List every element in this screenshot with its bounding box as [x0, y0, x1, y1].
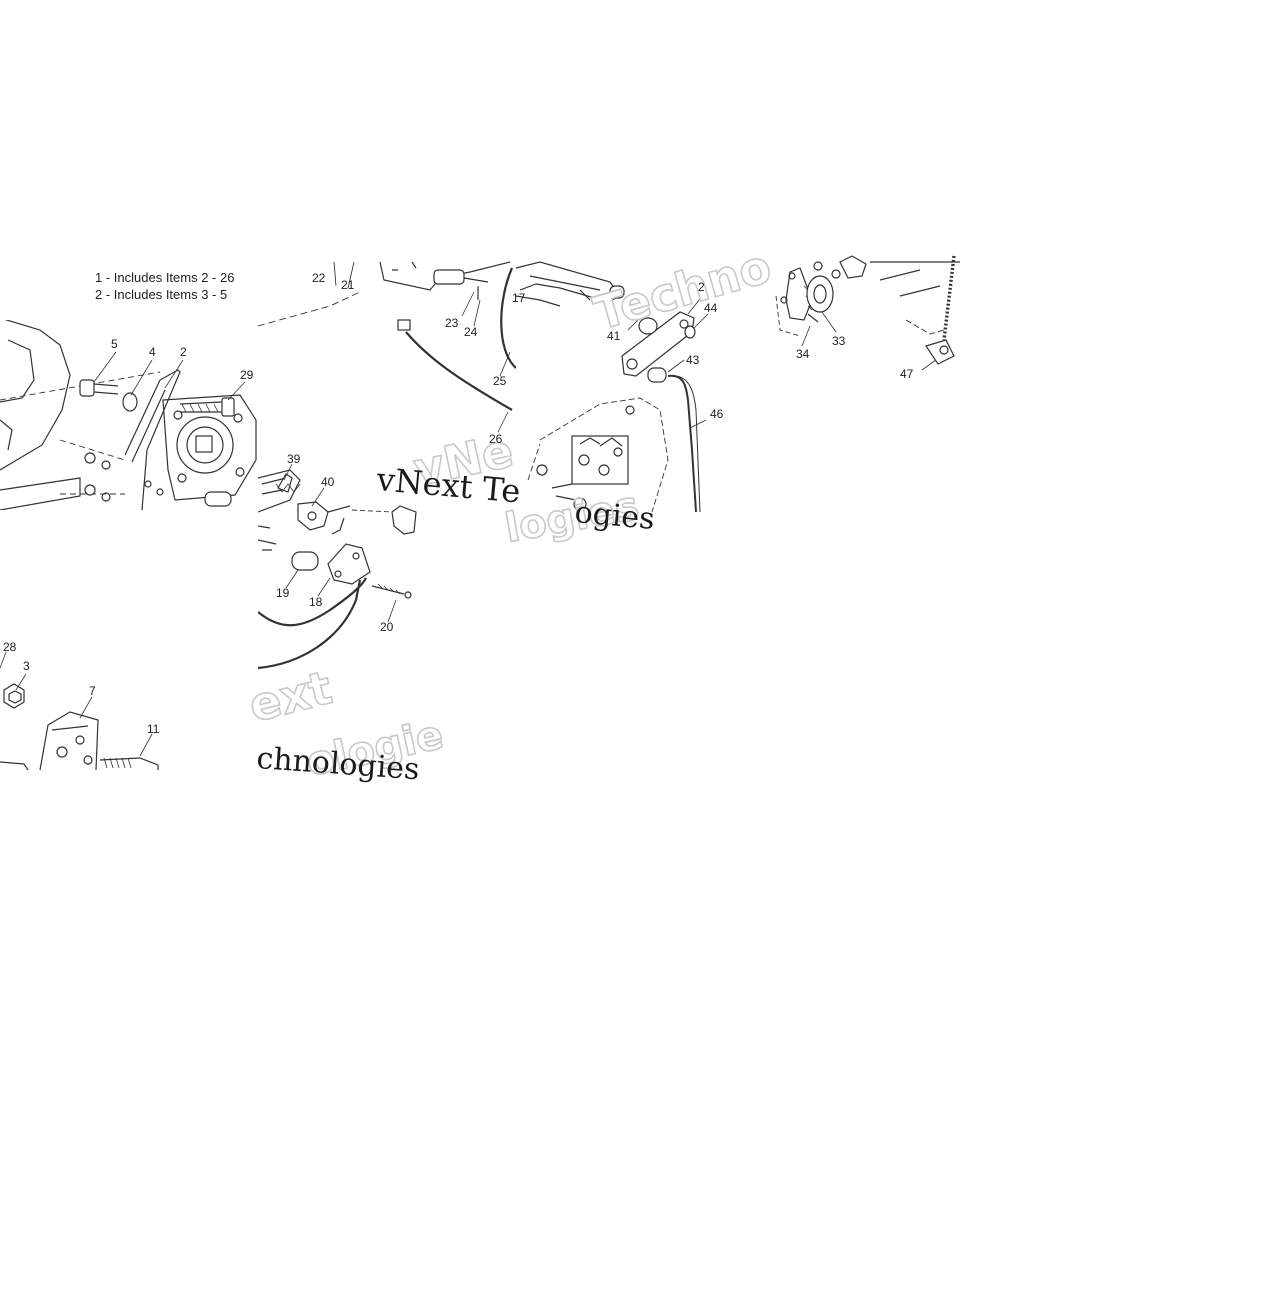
callout-41: 41: [607, 329, 621, 343]
callout-23: 23: [445, 316, 459, 330]
callout-39: 39: [287, 452, 301, 466]
note-includes-items-3-5: 2 - Includes Items 3 - 5: [95, 287, 228, 302]
callout-29: 29: [240, 368, 254, 382]
callout-34: 34: [796, 347, 810, 361]
callout-5: 5: [111, 337, 118, 351]
callout-33: 33: [832, 334, 846, 348]
callout-3: 3: [23, 659, 30, 673]
middle-assembly: [258, 261, 516, 670]
callout-40: 40: [321, 475, 335, 489]
callouts: 5 4 2 29 39 40 19 18 20 22 21 23 24 25 2…: [3, 271, 914, 736]
far-right-leaders: [801, 311, 937, 371]
callout-47: 47: [900, 367, 914, 381]
watermark-serif-tail: ogies: [573, 495, 656, 537]
lower-left-leaders: [0, 651, 153, 757]
callout-44: 44: [704, 301, 718, 315]
left-assembly: [0, 320, 257, 510]
callout-21: 21: [341, 278, 355, 292]
callout-17: 17: [512, 291, 526, 305]
callout-2-right: 2: [698, 280, 705, 294]
watermark-outline-lower: ext: [244, 660, 337, 732]
callout-46: 46: [710, 407, 724, 421]
callout-19: 19: [276, 586, 290, 600]
callout-11: 11: [147, 722, 160, 736]
lower-left-assembly: [0, 683, 159, 770]
callout-7: 7: [89, 684, 96, 698]
callout-26: 26: [489, 432, 503, 446]
callout-18: 18: [309, 595, 323, 609]
callout-43: 43: [686, 353, 700, 367]
middle-leaders: [283, 291, 511, 623]
left-leaders: [93, 351, 246, 401]
note-includes-items-2-26: 1 - Includes Items 2 - 26: [95, 270, 235, 285]
callout-2-left: 2: [180, 345, 187, 359]
callout-20: 20: [380, 620, 394, 634]
callout-4: 4: [149, 345, 156, 359]
right-assembly: [516, 261, 701, 512]
callout-28: 28: [3, 640, 17, 654]
right-leaders: [627, 293, 709, 429]
callout-22: 22: [312, 271, 326, 285]
callout-25: 25: [493, 374, 507, 388]
callout-24: 24: [464, 325, 478, 339]
far-right-assembly: [775, 255, 960, 365]
